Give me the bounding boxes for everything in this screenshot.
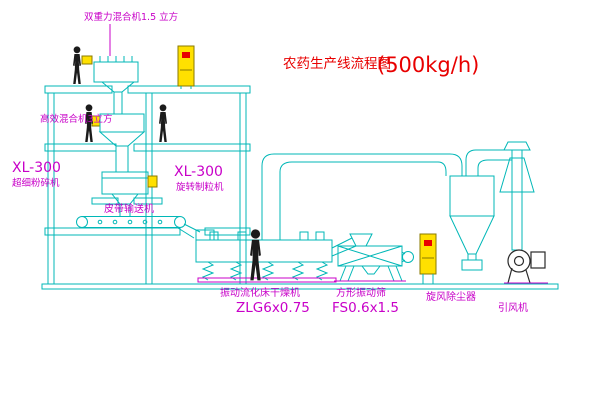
diagram-title-capacity: (500kg/h)	[377, 53, 479, 77]
discharge-chute	[183, 223, 201, 233]
label-granulator-model: XL-300	[174, 164, 223, 180]
gravity-mixer	[81, 24, 139, 114]
diagram-title: 农药生产线流程图	[283, 56, 391, 72]
fan-motor	[530, 251, 546, 269]
label-mill-model: XL-300	[12, 160, 61, 176]
mixer-motor	[81, 55, 93, 65]
exhaust-stack	[499, 141, 535, 251]
label-efficient-mixer: 高效混合机3立方	[40, 113, 113, 125]
operator-figure	[159, 104, 167, 142]
label-dryer: 振动流化床干燥机	[220, 286, 300, 299]
label-belt-conveyor: 皮带输送机	[104, 202, 154, 215]
control-cabinet-2	[419, 233, 437, 284]
fluid-bed-dryer	[195, 153, 463, 283]
cyclone-separator	[449, 149, 512, 271]
operator-figure	[250, 229, 261, 281]
label-dryer-model: ZLG6x0.75	[236, 300, 310, 316]
rotary-valve	[461, 259, 483, 271]
ground-line	[41, 283, 559, 290]
label-granulator-name: 旋转制粒机	[176, 181, 224, 193]
granulator	[101, 171, 158, 216]
belt-conveyor	[76, 216, 201, 239]
granulator-motor	[147, 175, 158, 188]
control-cabinet-1	[177, 45, 195, 89]
label-mill-name: 超细粉碎机	[12, 177, 60, 189]
screen-motor	[402, 251, 414, 263]
label-cyclone: 旋风除尘器	[426, 290, 476, 303]
label-fan: 引风机	[498, 301, 528, 314]
induced-draft-fan	[504, 249, 548, 284]
label-screen: 方形振动筛	[336, 286, 386, 299]
label-gravity-mixer: 双重力混合机1.5 立方	[84, 11, 178, 23]
exhaust-duct	[261, 153, 463, 240]
dryer-base	[197, 277, 337, 283]
building-frame	[41, 85, 559, 290]
rain-cap	[503, 141, 531, 151]
operator-figure	[73, 46, 81, 84]
indicator-panel	[424, 240, 432, 246]
label-screen-model: FS0.6x1.5	[332, 300, 399, 316]
indicator-panel	[182, 52, 190, 58]
vibrating-screen	[331, 233, 414, 282]
